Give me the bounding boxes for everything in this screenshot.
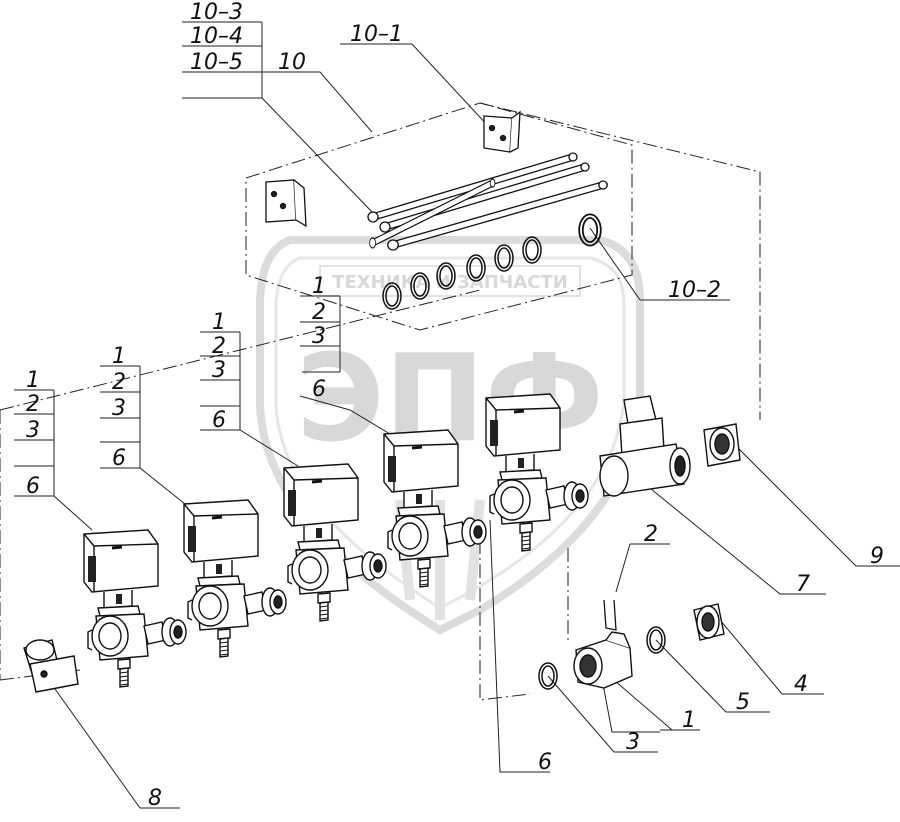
section-valve-1 [82, 528, 188, 689]
label-2-c: 2 [112, 370, 126, 395]
label-3-e: 3 [626, 730, 640, 755]
label-3-b: 3 [212, 358, 226, 383]
label-3-d: 3 [26, 418, 40, 443]
label-2-b: 2 [212, 334, 226, 359]
label-9: 9 [870, 544, 884, 569]
label-7: 7 [796, 572, 810, 597]
section-valve-2 [182, 498, 288, 659]
flange-9 [703, 423, 741, 467]
label-3-a: 3 [312, 324, 326, 349]
bracket-10-1 [483, 110, 521, 153]
bracket-10-1-left [265, 179, 307, 228]
label-6-c: 6 [112, 446, 126, 471]
valve-1-lower [573, 631, 633, 689]
label-10-5: 10–5 [190, 50, 243, 75]
label-2-a: 2 [312, 300, 326, 325]
label-3-c: 3 [112, 396, 126, 421]
label-10-3: 10–3 [190, 0, 243, 25]
orings-10-2 [382, 213, 602, 310]
label-1-d: 1 [26, 368, 40, 393]
label-2-e: 2 [644, 522, 658, 547]
pin-2 [603, 599, 617, 631]
label-5: 5 [736, 690, 750, 715]
label-4: 4 [794, 672, 808, 697]
label-6-a: 6 [312, 377, 326, 402]
label-8: 8 [148, 786, 162, 811]
section-valve-3 [282, 462, 388, 623]
label-1-c: 1 [112, 344, 126, 369]
label-1-b: 1 [212, 310, 226, 335]
label-10: 10 [278, 50, 306, 75]
label-6-e: 6 [538, 750, 552, 775]
label-2-d: 2 [26, 392, 40, 417]
label-1-e: 1 [682, 708, 696, 733]
end-fitting-8 [23, 639, 79, 693]
leader-lines [14, 21, 900, 809]
label-1-a: 1 [312, 274, 326, 299]
label-10-2: 10–2 [668, 278, 721, 303]
label-6-b: 6 [212, 408, 226, 433]
label-10-4: 10–4 [190, 24, 243, 49]
valve-body-7 [599, 395, 691, 497]
part-labels: 10–3 10–4 10–5 10 10–1 10–2 1 2 3 6 1 2 … [26, 0, 884, 811]
rods-10-3-10-5 [367, 152, 608, 251]
label-10-1: 10–1 [350, 22, 403, 47]
fitting-4 [693, 603, 725, 641]
label-6-d: 6 [26, 474, 40, 499]
